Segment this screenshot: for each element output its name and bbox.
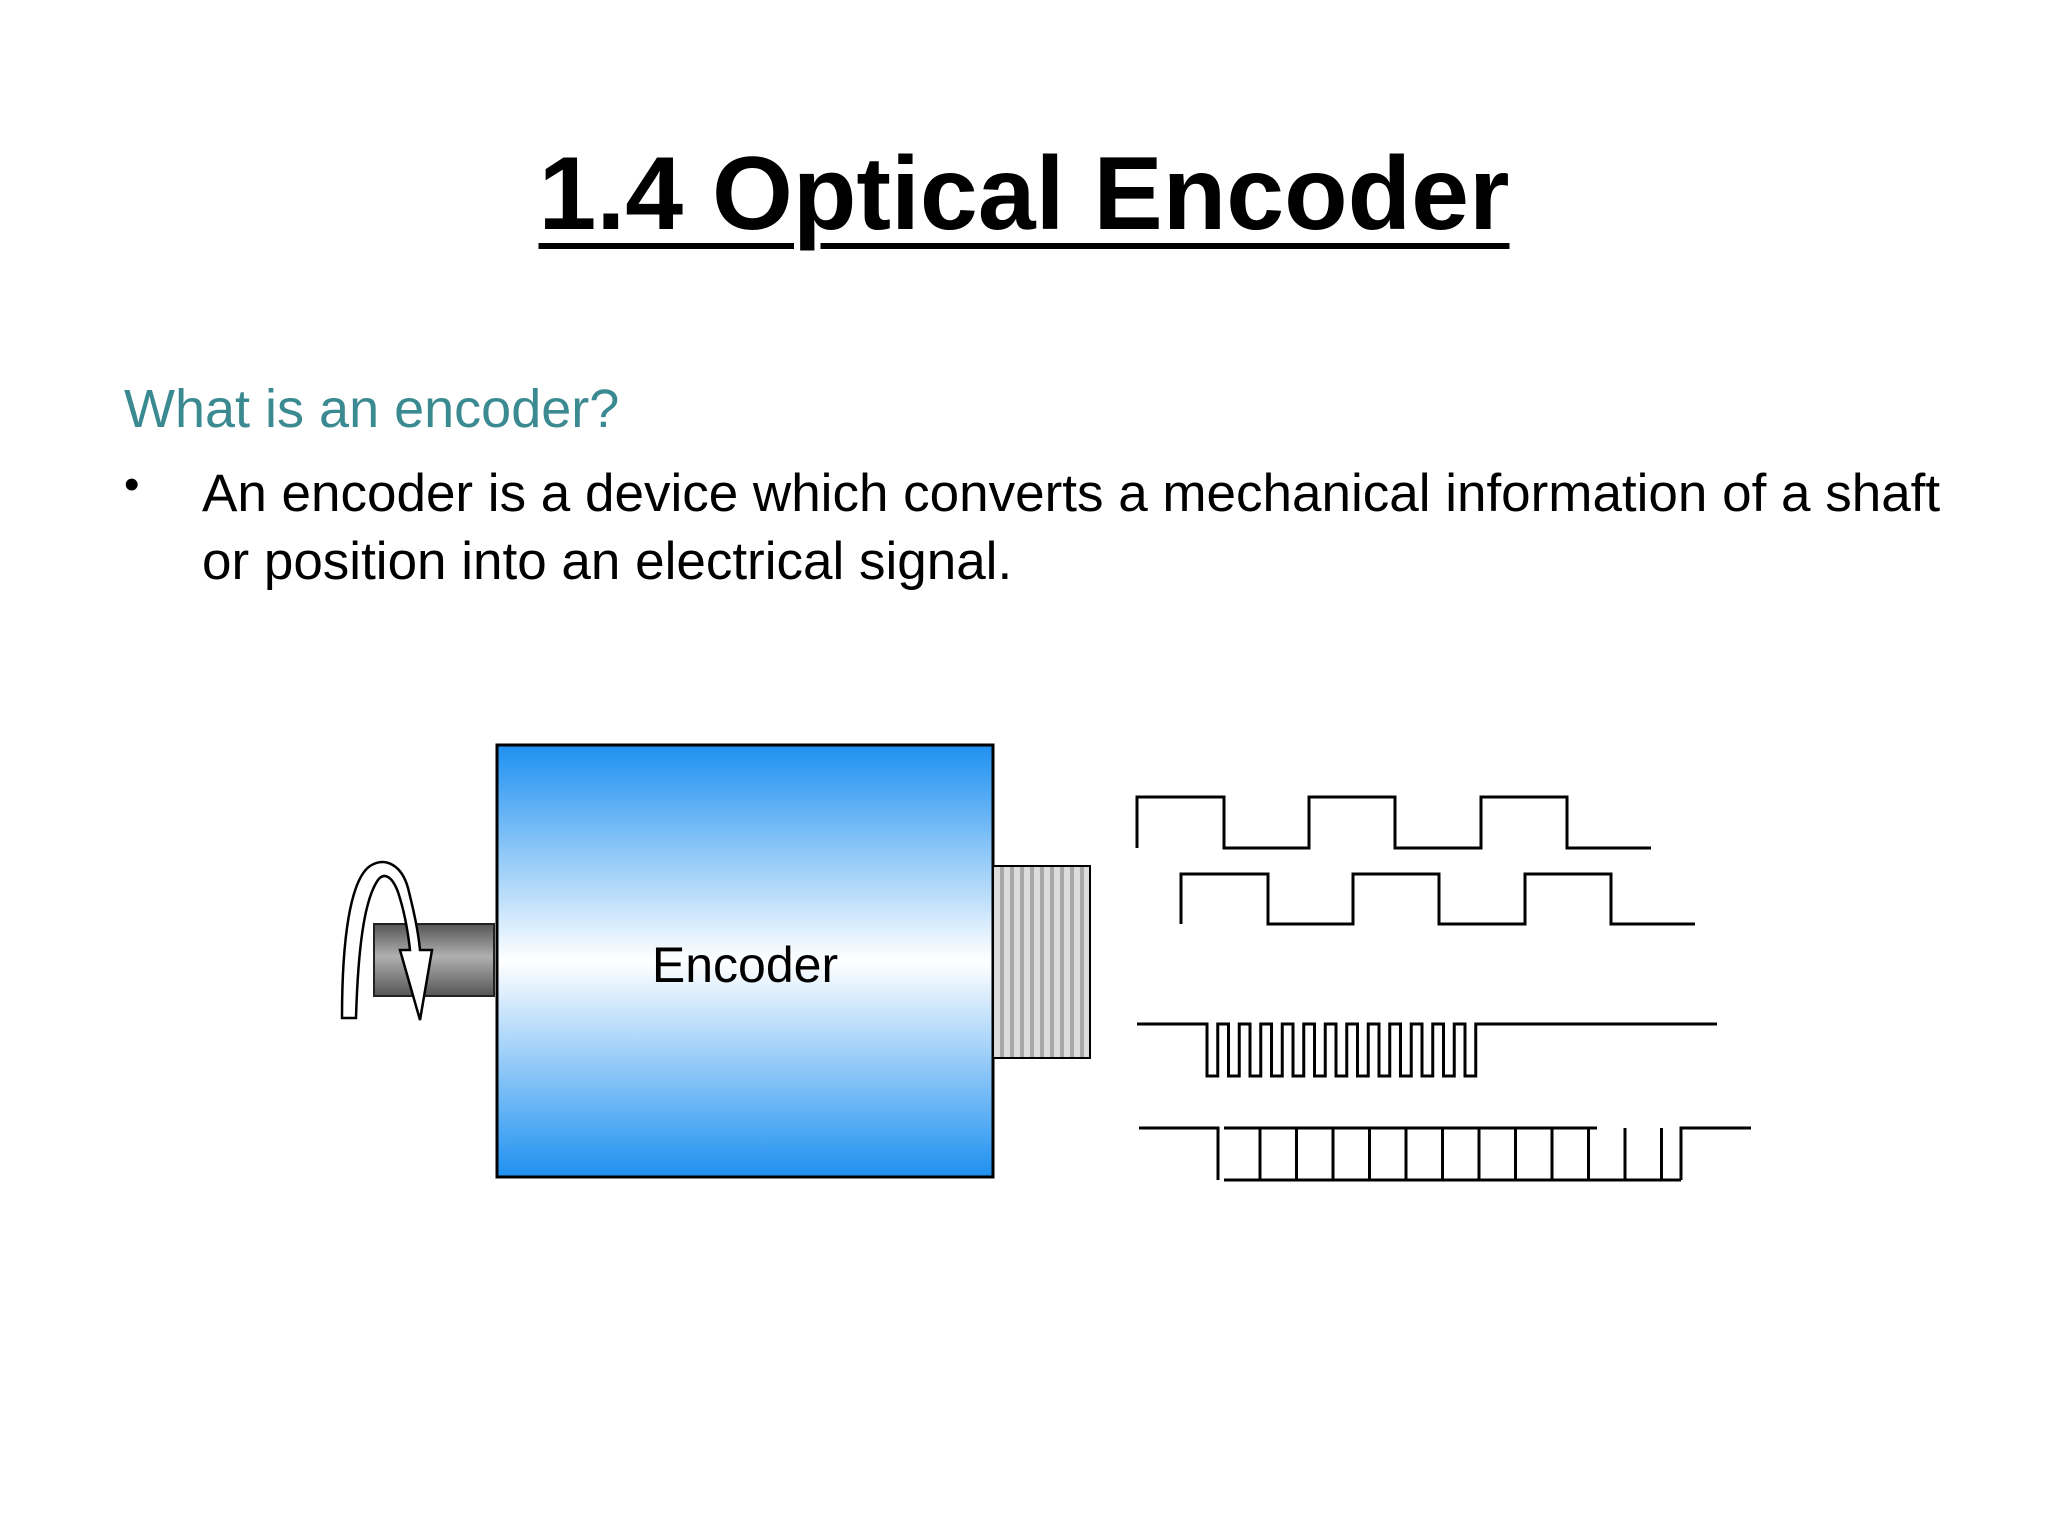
bullet-icon: • [124, 460, 140, 509]
bullet-text: An encoder is a device which converts a … [202, 464, 1941, 591]
waveform-channel-b [1179, 872, 1695, 926]
encoder-label: Encoder [652, 937, 838, 993]
encoder-body [495, 743, 995, 1179]
slide-title-text: 1.4 Optical Encoder [538, 136, 1510, 252]
shaft [373, 923, 495, 997]
slide-title: 1.4 Optical Encoder [0, 135, 2048, 254]
slide-subtitle: What is an encoder? [124, 379, 620, 439]
encoder-disk [992, 865, 1091, 1059]
waveform-pulse-train [1137, 1022, 1717, 1078]
output-waveforms [1135, 795, 1751, 1182]
waveform-count-lines [1139, 1126, 1751, 1182]
waveform-channel-a [1135, 795, 1651, 850]
rotation-arrow-icon [340, 860, 434, 1021]
